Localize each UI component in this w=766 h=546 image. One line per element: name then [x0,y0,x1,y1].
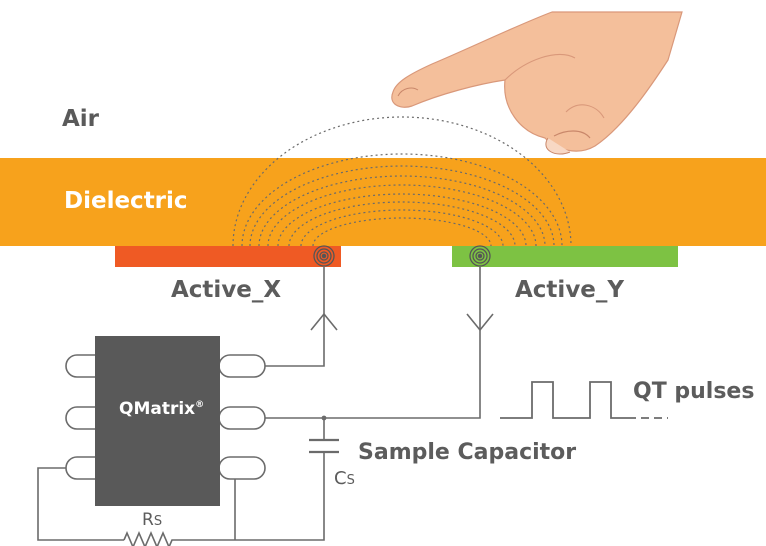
chip-pin-right-1 [218,354,266,378]
wire-cap-bottom [266,452,325,541]
chip-pin-right-2 [218,406,266,430]
resistor-rs [123,530,266,546]
arrow-down-icon [466,313,494,332]
rs-label-subscript: S [153,514,163,529]
field-lines [232,116,572,247]
active-x-label: Active_X [171,277,282,303]
field-line [312,217,492,247]
electrode-y-concentric-icon [469,245,491,267]
rs-label-main: R [142,510,154,530]
sample-capacitor-label: Sample Capacitor [358,440,577,465]
air-label: Air [62,106,100,132]
active-y-label: Active_Y [515,277,625,303]
cs-label-subscript: S [346,473,355,488]
arrow-up-icon [310,312,338,331]
dielectric-label: Dielectric [64,188,188,214]
active-y-electrode [452,246,678,267]
field-line [249,165,555,247]
wire-y-receive [235,266,481,419]
field-line [300,209,504,247]
chip-label: QMatrix® [119,399,204,419]
chip-name: QMatrix [119,399,196,419]
pointing-finger-icon [391,11,683,155]
qt-pulse-waveform [500,381,628,419]
junction-dot [321,415,327,421]
chip-registered-mark: ® [195,400,205,410]
active-x-electrode [115,246,341,267]
field-line [241,153,563,247]
field-line-outer [232,116,572,247]
chip-pin-right-3 [218,456,266,480]
qt-pulses-label: QT pulses [633,379,755,404]
rs-label: RS [142,510,162,530]
field-line [258,175,546,247]
dielectric-layer [0,158,766,246]
cs-label-main: C [334,468,347,489]
cs-label: CS [334,468,355,489]
qmatrix-chip [95,336,220,506]
sample-capacitor [309,438,339,454]
electrode-x-concentric-icon [313,245,335,267]
